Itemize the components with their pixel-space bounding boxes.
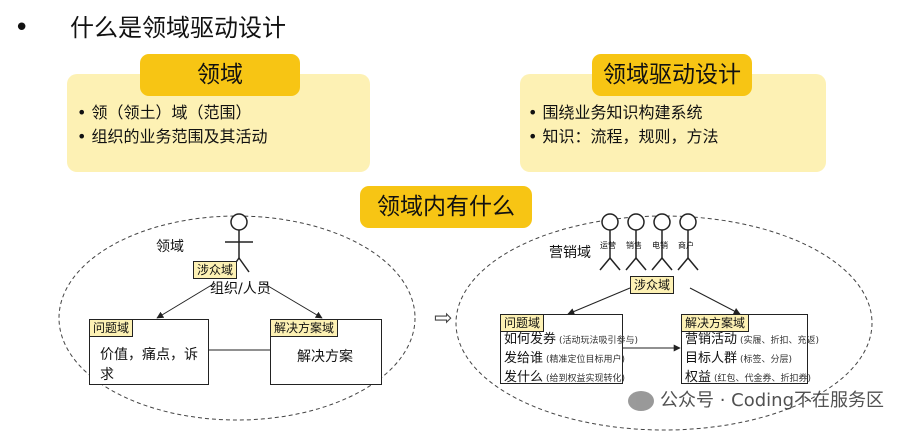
watermark-text: 公众号 · Coding不在服务区 [659, 390, 884, 411]
left-solution-text: 解决方案 [297, 349, 353, 365]
arrow-to-solution [262, 282, 323, 319]
role-label: 商户 [678, 241, 694, 250]
left-domain-ellipse [58, 215, 416, 421]
left-panel-list: 领（领土）域（范围） 组织的业务范围及其活动 [77, 101, 367, 149]
right-panel-title: 领域驱动设计 [592, 54, 752, 96]
list-item: 权益(红包、代金券、折扣券) [685, 370, 812, 385]
left-problem-text: 价值，痛点，诉求 [100, 347, 198, 383]
between-arrow-icon: ⇨ [434, 306, 453, 331]
bullet-dot: • [14, 13, 30, 43]
arrow-to-problem [156, 282, 216, 319]
role-figures [599, 213, 699, 271]
right-panel-list: 围绕业务知识构建系统 知识：流程，规则，方法 [528, 101, 823, 149]
list-item: 发什么(给到权益实现转化) [504, 370, 626, 385]
left-panel-title: 领域 [140, 54, 300, 96]
list-item: 目标人群(标签、分层) [685, 351, 793, 366]
left-solution-tag: 解决方案域 [270, 319, 339, 337]
right-solution-rows: 营销活动(实履、折扣、充返) 目标人群(标签、分层) 权益(红包、代金券、折扣券… [685, 331, 819, 388]
right-solution-tag: 解决方案域 [681, 314, 750, 332]
right-domain-ellipse [455, 215, 873, 431]
left-actor-label: 组织/人员 [210, 281, 271, 297]
list-item: 营销活动(实履、折扣、充返) [685, 332, 820, 347]
left-domain-label: 领域 [156, 239, 184, 255]
left-stakeholder-tag: 涉众域 [193, 261, 238, 279]
left-solution-box: 解决方案域 解决方案 [270, 319, 382, 385]
right-domain-label: 营销域 [549, 245, 591, 261]
page-title: 什么是领域驱动设计 [70, 14, 286, 42]
arrow-to-right-solution [689, 287, 741, 315]
list-item: 领（领土）域（范围） [77, 101, 367, 125]
list-item: 发给谁(精准定位目标用户) [504, 351, 626, 366]
list-item: 知识：流程，规则，方法 [528, 125, 823, 149]
role-label: 销售 [626, 241, 642, 250]
center-title: 领域内有什么 [360, 186, 532, 228]
list-item: 如何发券(活动玩法吸引参与) [504, 332, 639, 347]
list-item: 围绕业务知识构建系统 [528, 101, 823, 125]
right-problem-box: 问题域 如何发券(活动玩法吸引参与) 发给谁(精准定位目标用户) 发什么(给到权… [500, 314, 638, 385]
role-label: 运营 [600, 241, 616, 250]
arrow-to-right-problem [567, 287, 631, 315]
wechat-icon [627, 391, 654, 411]
left-problem-tag: 问题域 [89, 319, 134, 337]
right-solution-box: 解决方案域 营销活动(实履、折扣、充返) 目标人群(标签、分层) 权益(红包、代… [681, 314, 819, 385]
right-problem-rows: 如何发券(活动玩法吸引参与) 发给谁(精准定位目标用户) 发什么(给到权益实现转… [504, 331, 638, 388]
list-item: 组织的业务范围及其活动 [77, 125, 367, 149]
role-label: 电销 [652, 241, 668, 250]
watermark: 公众号 · Coding不在服务区 [627, 386, 884, 412]
right-problem-tag: 问题域 [500, 314, 545, 332]
left-problem-box: 问题域 价值，痛点，诉求 [89, 319, 209, 385]
right-stakeholder-tag: 涉众域 [630, 276, 675, 294]
